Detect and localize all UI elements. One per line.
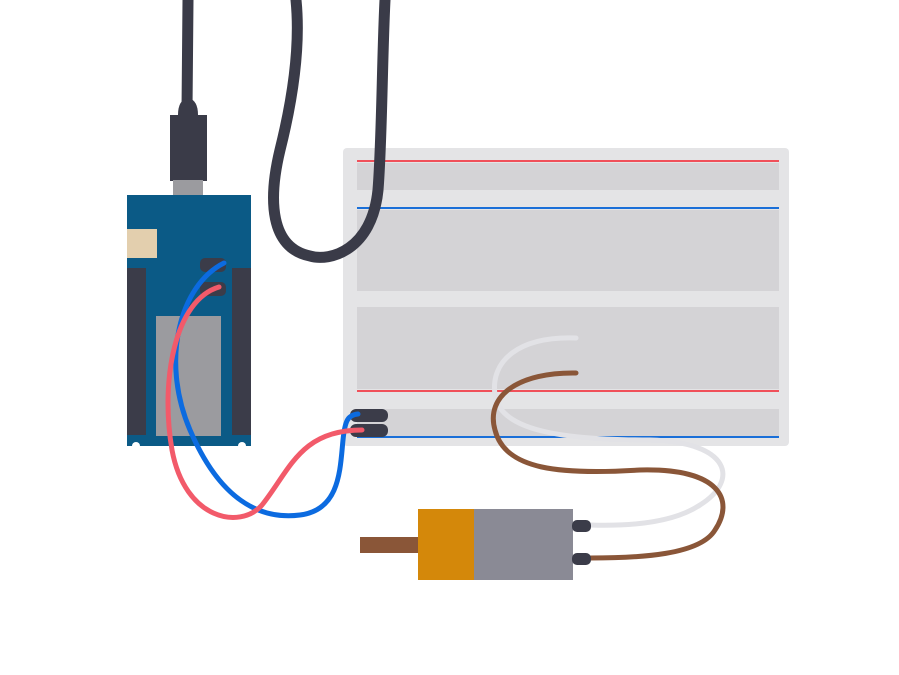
usb-cable — [181, 0, 391, 263]
wire-white — [491, 335, 726, 528]
motor-body — [474, 509, 573, 580]
pin-header-left — [127, 268, 146, 435]
breadboard — [343, 148, 789, 446]
power-jack — [127, 229, 157, 258]
motor-shaft — [360, 537, 418, 553]
motor-cap — [418, 509, 474, 580]
arduino-board — [127, 195, 251, 450]
wire-red — [165, 284, 365, 520]
usb-plug — [170, 115, 207, 181]
wire-brown — [490, 370, 726, 561]
dc-motor — [360, 509, 591, 580]
pin-header-right — [232, 268, 251, 435]
motor-terminal-bottom — [572, 553, 591, 565]
chip — [156, 316, 221, 436]
motor-terminal-top — [572, 520, 591, 532]
